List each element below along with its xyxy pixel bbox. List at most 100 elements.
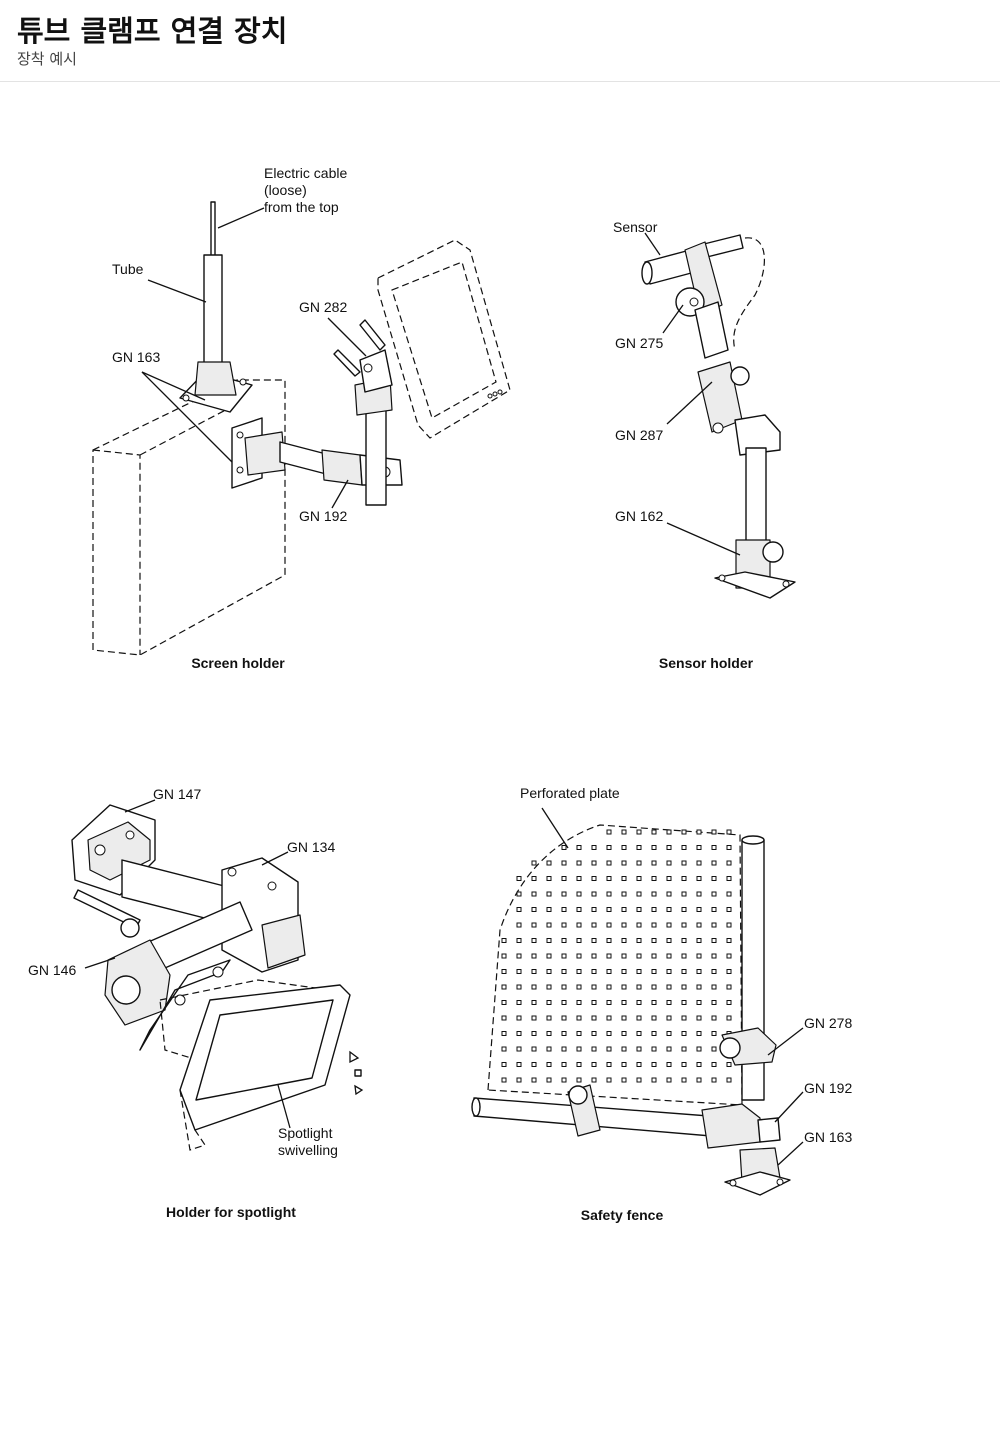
- perforation-hole: [606, 1077, 612, 1083]
- perforation-hole: [696, 907, 702, 912]
- perforation-hole: [621, 938, 627, 943]
- perforation-hole: [516, 984, 522, 990]
- perforation-hole: [711, 1077, 717, 1083]
- perforation-hole: [531, 1015, 537, 1021]
- perforation-hole: [546, 953, 552, 959]
- horizontal-rail: [473, 1097, 736, 1139]
- perforation-hole: [651, 1046, 657, 1052]
- perforation-hole: [621, 1015, 627, 1021]
- perforation-hole: [636, 1046, 642, 1052]
- perforation-hole: [726, 876, 732, 881]
- label-tube: Tube: [112, 261, 144, 277]
- perforation-hole: [651, 845, 657, 850]
- perforation-hole: [576, 907, 582, 912]
- perforation-hole: [666, 860, 672, 866]
- caption-sensor-holder: Sensor holder: [659, 655, 754, 671]
- perforation-hole: [531, 1077, 537, 1083]
- perforation-hole: [501, 1062, 507, 1067]
- perforation-hole: [636, 1077, 642, 1083]
- perforation-hole: [636, 922, 642, 928]
- perforation-hole: [591, 907, 597, 912]
- perforation-hole: [546, 1015, 552, 1021]
- perforation-hole: [501, 1046, 507, 1052]
- perforation-hole: [666, 938, 672, 943]
- perforation-hole: [681, 876, 687, 881]
- perforation-hole: [621, 922, 627, 928]
- perforation-hole: [501, 1000, 507, 1005]
- perforation-hole: [591, 1031, 597, 1036]
- perforation-hole: [516, 1077, 522, 1083]
- perforation-hole: [681, 829, 687, 835]
- perforation-hole: [606, 1062, 612, 1067]
- perforation-hole: [621, 1062, 627, 1067]
- perforation-hole: [711, 1015, 717, 1021]
- perforation-hole: [681, 860, 687, 866]
- perforation-hole: [666, 876, 672, 881]
- label-electric-cable-line1: Electric cable: [264, 165, 347, 181]
- perforation-hole: [561, 953, 567, 959]
- sensor-arm: [694, 301, 729, 359]
- perforation-hole: [636, 891, 642, 897]
- perforation-hole: [621, 969, 627, 974]
- perforation-hole: [546, 1031, 552, 1036]
- perforation-hole: [591, 1062, 597, 1067]
- perforation-hole: [651, 829, 657, 835]
- perforation-hole: [561, 1000, 567, 1005]
- perforation-hole: [606, 969, 612, 974]
- perforation-hole: [711, 829, 717, 835]
- perforation-hole: [606, 845, 612, 850]
- perforation-hole: [561, 860, 567, 866]
- perforation-hole: [546, 907, 552, 912]
- cross-clamp-gn192: [701, 1103, 761, 1149]
- perforation-hole: [561, 891, 567, 897]
- perforation-hole: [576, 1015, 582, 1021]
- perforation-hole: [636, 984, 642, 990]
- caption-holder-for-spotlight: Holder for spotlight: [166, 1204, 296, 1220]
- perforation-hole: [561, 984, 567, 990]
- perforation-hole: [666, 1046, 672, 1052]
- perforation-hole: [531, 1062, 537, 1067]
- perforation-hole: [726, 845, 732, 850]
- vertical-tube: [203, 254, 223, 366]
- perforation-hole: [576, 860, 582, 866]
- perforation-hole: [516, 1062, 522, 1067]
- perforation-hole: [651, 1015, 657, 1021]
- perforation-hole: [621, 860, 627, 866]
- perforation-hole: [726, 891, 732, 897]
- perforation-hole: [591, 984, 597, 990]
- perforation-hole: [726, 969, 732, 974]
- perforation-hole: [606, 953, 612, 959]
- perforation-hole: [531, 860, 537, 866]
- perforation-hole: [576, 1077, 582, 1083]
- perforation-hole: [681, 922, 687, 928]
- cross-clamp: [321, 449, 363, 486]
- perforation-hole: [546, 1046, 552, 1052]
- vertical-post: [365, 404, 387, 506]
- perforation-hole: [516, 1015, 522, 1021]
- perforation-hole: [681, 953, 687, 959]
- perforation-hole: [561, 1031, 567, 1036]
- perforation-hole: [666, 1000, 672, 1005]
- label-gn192: GN 192: [299, 508, 347, 524]
- label-gn163: GN 163: [112, 349, 160, 365]
- perforation-hole: [636, 860, 642, 866]
- perforation-hole: [711, 845, 717, 850]
- perforation-hole: [621, 953, 627, 959]
- perforation-hole: [696, 829, 702, 835]
- perforation-hole: [546, 1000, 552, 1005]
- perforation-hole: [591, 1077, 597, 1083]
- screen-holder-figure: Electric cable (loose) from the top Tube…: [92, 165, 511, 671]
- perforation-hole: [501, 938, 507, 943]
- perforation-hole: [726, 1000, 732, 1005]
- swivel-clamp: [359, 349, 393, 393]
- perforation-hole: [696, 860, 702, 866]
- perforation-hole: [546, 938, 552, 943]
- perforation-hole: [666, 907, 672, 912]
- label-gn192-fence: GN 192: [804, 1080, 852, 1096]
- perforation-hole: [681, 891, 687, 897]
- perforation-hole: [591, 860, 597, 866]
- perforation-hole: [606, 860, 612, 866]
- perforation-hole: [636, 953, 642, 959]
- perforation-hole: [606, 1015, 612, 1021]
- perforation-hole: [561, 938, 567, 943]
